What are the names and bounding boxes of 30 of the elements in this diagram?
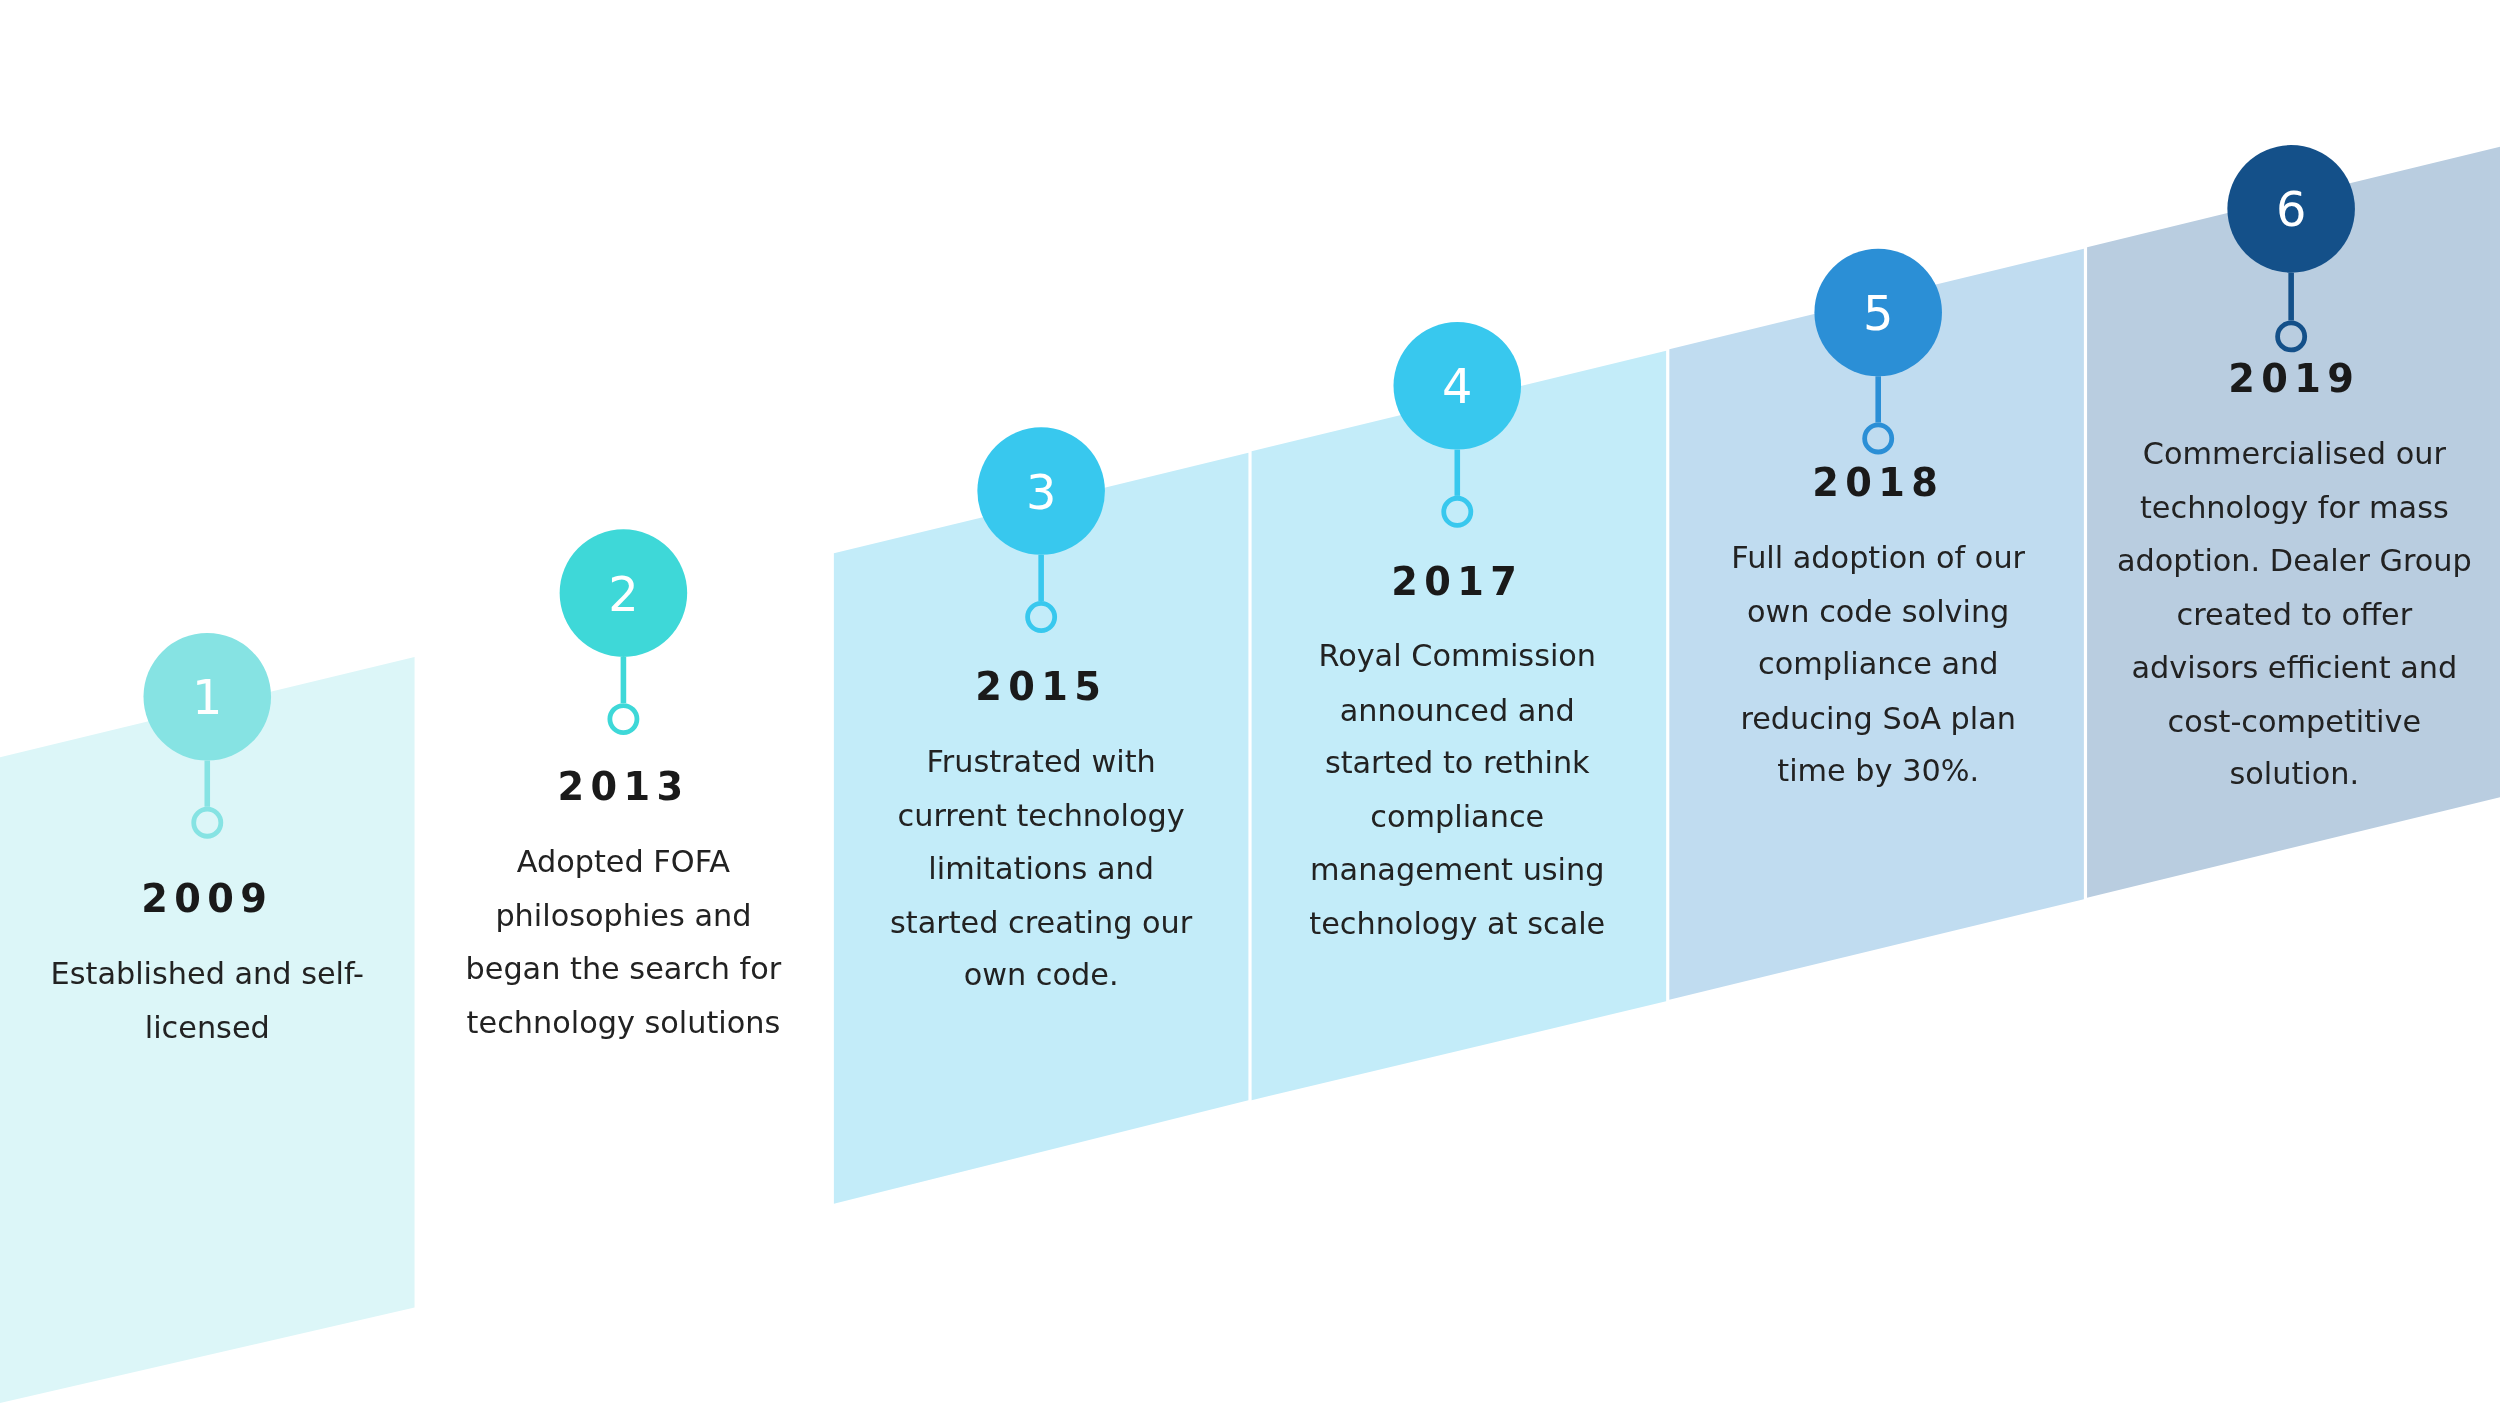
- ring-marker: [191, 806, 224, 839]
- description-text: Adopted FOFA philosophies and began the search for technology solutions: [464, 842, 783, 1041]
- step-number-circle: 2: [559, 529, 688, 657]
- description-text: Frustrated with current technology limitations and started creating our own code.: [889, 742, 1194, 994]
- ring-marker: [2275, 320, 2308, 353]
- year-label: 2019: [2227, 357, 2362, 402]
- step-number-circle: 5: [1814, 248, 1942, 377]
- step-number-circle: 1: [143, 633, 272, 761]
- ring-marker: [1441, 495, 1474, 528]
- description-text: Royal Commission announced and started to rethink compliance management using technology at scale: [1308, 636, 1607, 942]
- pin-stem: [620, 656, 627, 704]
- ring-marker: [1862, 422, 1895, 455]
- description-text: Commercialised our technology for mass adoption. Dealer Group created to offer advisors efficient and cost-competitive solution.: [2115, 434, 2473, 793]
- step-number-circle: 6: [2227, 145, 2355, 273]
- step-number-circle: 3: [977, 427, 1105, 555]
- ring-marker: [607, 703, 640, 735]
- step-number-circle: 4: [1393, 322, 1522, 450]
- year-label: 2013: [556, 765, 691, 810]
- pin-stem: [1038, 554, 1044, 602]
- pin-stem: [204, 760, 211, 807]
- year-label: 2009: [140, 876, 275, 922]
- pin-stem: [2288, 272, 2294, 321]
- ring-marker: [1025, 601, 1058, 633]
- year-label: 2015: [974, 664, 1109, 710]
- description-text: Full adoption of our own code solving compliance and reducing SoA plan time by 30%.: [1730, 537, 2027, 790]
- description-text: Established and self-licensed: [49, 954, 365, 1046]
- year-label: 2018: [1811, 460, 1946, 506]
- pin-stem: [1454, 449, 1461, 496]
- year-label: 2017: [1390, 559, 1525, 605]
- pin-stem: [1875, 376, 1881, 423]
